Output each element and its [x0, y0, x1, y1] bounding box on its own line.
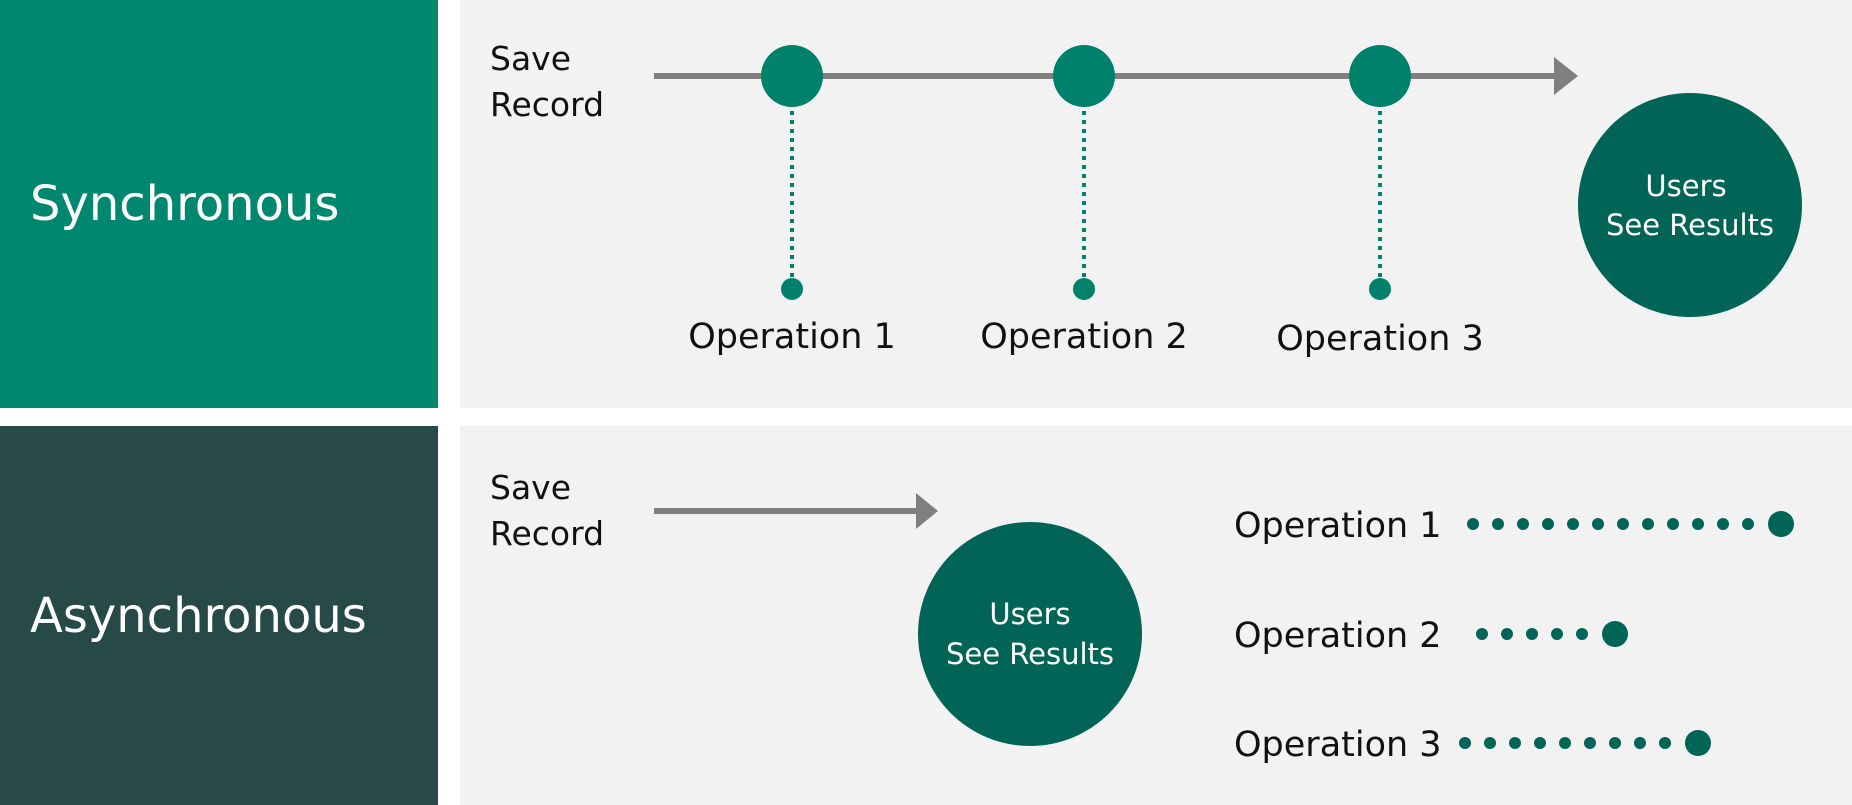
async-op1-trail-dot: [1692, 518, 1704, 530]
sync-op1-label: Operation 1: [688, 317, 896, 357]
async-result-label-line2: See Results: [946, 637, 1114, 671]
asynchronous-title: Asynchronous: [30, 587, 367, 644]
async-start-label-line1: Save: [490, 468, 571, 507]
sync-result-label-line1: Users: [1645, 169, 1726, 203]
sync-op2-label: Operation 2: [980, 317, 1188, 357]
sync-op1-end-dot: [781, 278, 803, 300]
synchronous-title: Synchronous: [30, 176, 340, 232]
async-users-see-results-circle: [918, 522, 1142, 746]
async-op1-end-dot: [1768, 511, 1794, 537]
sync-op3-label: Operation 3: [1276, 319, 1484, 359]
sync-op3-end-dot: [1369, 278, 1391, 300]
async-op1-trail-dot: [1617, 518, 1629, 530]
async-op3-trail-dot: [1484, 737, 1496, 749]
asynchronous-header: Asynchronous: [0, 426, 438, 805]
sync-result-label-line2: See Results: [1606, 208, 1774, 242]
async-section: Save Record Users See Results Operation …: [490, 468, 1794, 765]
async-op3-trail-dot: [1459, 737, 1471, 749]
async-op3-trail-dot: [1659, 737, 1671, 749]
async-op3-trail-dot: [1559, 737, 1571, 749]
sync-op2-end-dot: [1073, 278, 1095, 300]
async-arrowhead: [916, 493, 938, 529]
async-op1-trail-dot: [1467, 518, 1479, 530]
sync-start-label-line1: Save: [490, 39, 571, 78]
async-op3-trail-dot: [1509, 737, 1521, 749]
async-op1-trail-dot: [1642, 518, 1654, 530]
async-op2-end-dot: [1602, 621, 1628, 647]
async-op2-label: Operation 2: [1234, 616, 1442, 656]
async-op2-trail-dot: [1551, 628, 1563, 640]
sync-start-label-line2: Record: [490, 85, 604, 124]
async-op3-end-dot: [1685, 730, 1711, 756]
async-op1-label: Operation 1: [1234, 506, 1442, 546]
sync-users-see-results-circle: [1578, 93, 1802, 317]
async-op3-trail-dot: [1634, 737, 1646, 749]
async-op1-trail-dot: [1492, 518, 1504, 530]
synchronous-header: Synchronous: [0, 0, 438, 408]
async-op1-trail-dot: [1742, 518, 1754, 530]
sync-timeline-arrowhead: [1554, 57, 1578, 95]
sync-op1-node: [761, 45, 823, 107]
async-op1-trail-dot: [1542, 518, 1554, 530]
async-op3-trail-dot: [1584, 737, 1596, 749]
async-op1-trail-dot: [1717, 518, 1729, 530]
sync-op3-node: [1349, 45, 1411, 107]
async-op3-label: Operation 3: [1234, 725, 1442, 765]
async-op3-trail-dot: [1609, 737, 1621, 749]
async-op1-trail-dot: [1667, 518, 1679, 530]
async-op2-trail-dot: [1476, 628, 1488, 640]
async-op2-trail-dot: [1526, 628, 1538, 640]
async-op1-trail-dot: [1567, 518, 1579, 530]
async-op2-trail-dot: [1576, 628, 1588, 640]
async-start-label-line2: Record: [490, 514, 604, 553]
async-op2-trail-dot: [1501, 628, 1513, 640]
sync-section: Save Record Operation 1 Operation 2 Oper…: [490, 39, 1802, 359]
sync-op2-node: [1053, 45, 1115, 107]
async-operation-dot-rows: [1459, 511, 1794, 756]
async-op3-trail-dot: [1534, 737, 1546, 749]
async-op1-trail-dot: [1517, 518, 1529, 530]
async-op1-trail-dot: [1592, 518, 1604, 530]
async-result-label-line1: Users: [989, 597, 1070, 631]
